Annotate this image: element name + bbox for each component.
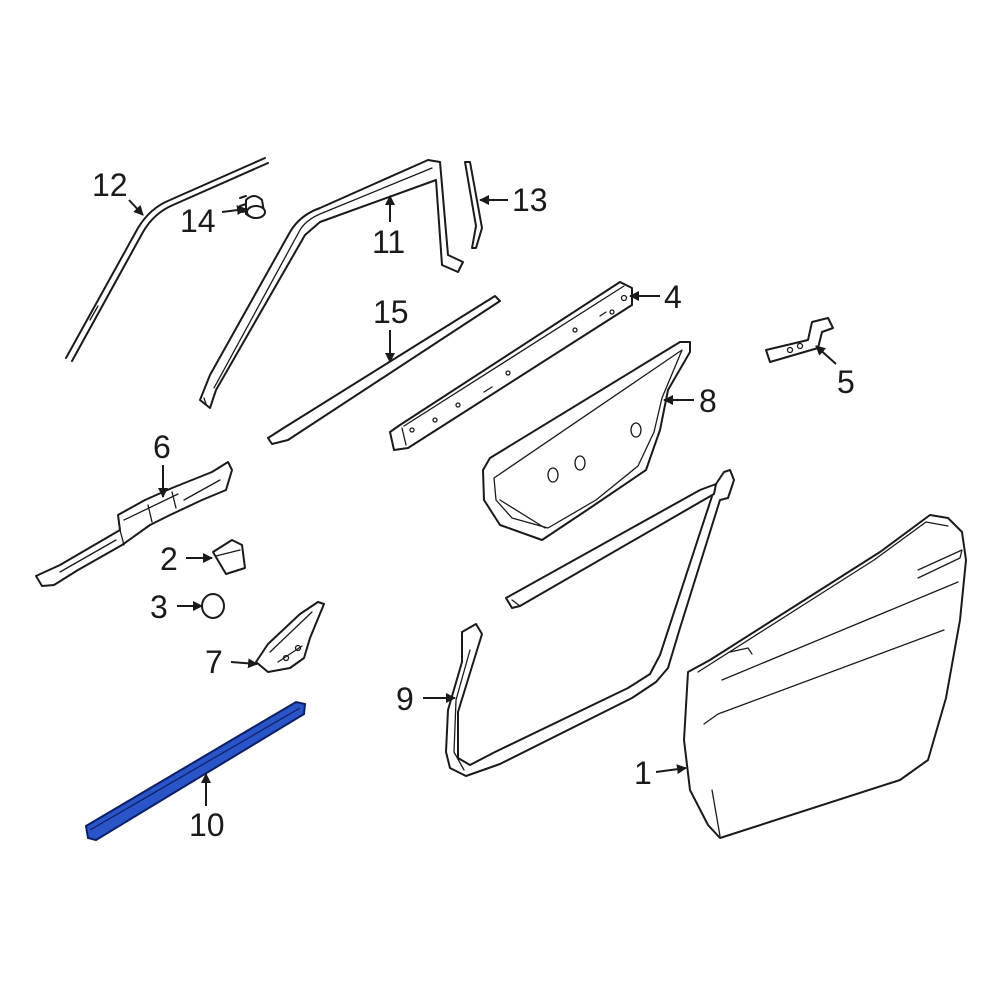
callout-10: 10 bbox=[189, 807, 225, 843]
callout-15: 15 bbox=[373, 294, 409, 330]
callout-2: 2 bbox=[160, 541, 178, 577]
callout-3: 3 bbox=[150, 589, 168, 625]
part-1-door-shell bbox=[683, 514, 967, 839]
callout-7: 7 bbox=[205, 644, 223, 680]
callout-1: 1 bbox=[634, 755, 652, 791]
leader-5 bbox=[815, 345, 837, 365]
leader-12 bbox=[128, 199, 144, 216]
callout-8: 8 bbox=[699, 383, 717, 419]
part-11-frame-weatherstrip bbox=[199, 159, 464, 409]
leader-lines bbox=[128, 195, 837, 806]
part-13-trim-strip bbox=[464, 161, 483, 249]
part-7-corner-bracket bbox=[255, 601, 325, 673]
part-5-bracket bbox=[765, 317, 834, 363]
part-10-lower-molding[interactable] bbox=[84, 700, 307, 842]
part-2-bracket bbox=[212, 539, 246, 575]
callout-6: 6 bbox=[153, 429, 171, 465]
part-15-belt-molding bbox=[267, 295, 501, 445]
leader-7 bbox=[230, 658, 258, 669]
part-9-opening-weatherstrip bbox=[445, 469, 735, 777]
part-12-drip-molding bbox=[65, 157, 269, 362]
leader-14 bbox=[221, 205, 247, 216]
callout-12: 12 bbox=[92, 167, 128, 203]
callout-9: 9 bbox=[396, 681, 414, 717]
part-6-lower-reinforcement bbox=[35, 461, 233, 587]
part-14-clip bbox=[239, 195, 266, 219]
leader-1 bbox=[655, 764, 687, 775]
callout-14: 14 bbox=[180, 203, 216, 239]
part-8-inner-panel bbox=[482, 341, 691, 541]
part-4-reinforcement bbox=[389, 281, 633, 451]
callout-13: 13 bbox=[512, 182, 548, 218]
callout-5: 5 bbox=[837, 364, 855, 400]
callout-labels: 12 14 11 13 4 15 8 5 6 2 3 7 9 10 1 bbox=[92, 167, 855, 843]
part-3-plug bbox=[201, 593, 225, 619]
callout-4: 4 bbox=[664, 279, 682, 315]
callout-11: 11 bbox=[372, 224, 405, 260]
